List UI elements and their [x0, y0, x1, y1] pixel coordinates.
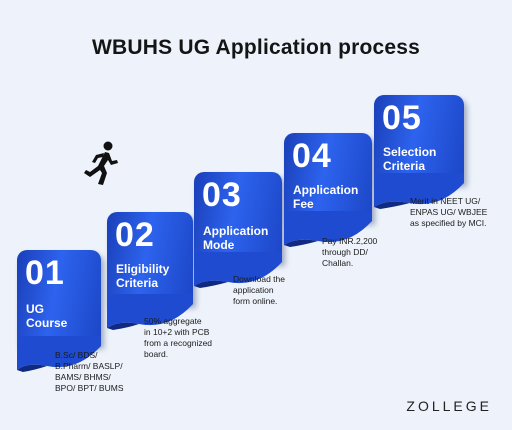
brand-logo: ZOLLEGE: [406, 398, 492, 414]
step-5: 05 Selection Criteria: [374, 95, 464, 213]
step-description: Merit in NEET UG/ ENPAS UG/ WBJEE as spe…: [410, 196, 488, 228]
step-number: 02: [115, 216, 155, 254]
running-person-icon: [84, 141, 118, 185]
step-number: 03: [202, 176, 242, 214]
step-number: 01: [25, 254, 65, 292]
step-number: 04: [292, 137, 332, 175]
step-label: Application Mode: [203, 224, 269, 252]
step-3: 03 Application Mode: [194, 172, 282, 290]
page-title: WBUHS UG Application process: [91, 36, 421, 59]
step-description: B.Sc/ BDS/ B.Pharm/ BASLP/ BAMS/ BHMS/ B…: [55, 350, 124, 393]
step-description: 50% aggregate in 10+2 with PCB from a re…: [144, 316, 213, 359]
step-1: 01 UG Course: [17, 250, 101, 375]
step-description: Download the application form online.: [233, 274, 285, 306]
step-2: 02 Eligibility Criteria: [107, 212, 193, 332]
step-label: UG Course: [26, 302, 68, 330]
step-4: 04 Application Fee: [284, 133, 372, 251]
step-label: Eligibility Criteria: [116, 262, 170, 290]
step-number: 05: [382, 99, 422, 137]
step-label: Selection Criteria: [383, 145, 437, 173]
step-description: Pay INR.2,200 through DD/ Challan.: [322, 236, 378, 268]
step-label: Application Fee: [293, 183, 359, 211]
